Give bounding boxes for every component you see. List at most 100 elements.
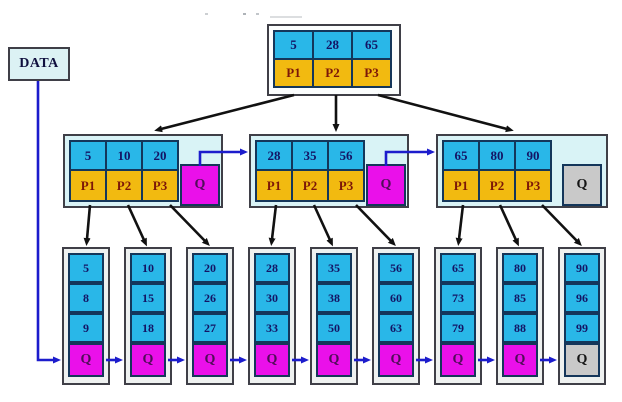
key-cell: 28 — [255, 140, 293, 171]
arrow-root-to-internal-3 — [377, 93, 514, 133]
key-cell: 65 — [442, 140, 480, 171]
key-cell: 56 — [327, 140, 365, 171]
leaf-column: 20 26 27 Q — [192, 253, 228, 377]
internal-node-2: 28 35 56 P1 P2 P3 Q — [249, 134, 409, 208]
pointers-row: P1 P2 P3 — [273, 58, 392, 88]
leaf-node-3: 20 26 27 Q — [186, 247, 234, 385]
q-pointer-cell: Q — [366, 164, 406, 206]
leaf-node-9: 90 96 99 Q — [558, 247, 606, 385]
value-cell: 56 — [378, 253, 414, 283]
leaf-column: 35 38 50 Q — [316, 253, 352, 377]
value-cell: 90 — [564, 253, 600, 283]
arrow-p3-to-leaf-6 — [355, 204, 396, 247]
value-cell: 50 — [316, 313, 352, 343]
value-cell: 79 — [440, 313, 476, 343]
keys-row: 5 10 20 — [69, 140, 179, 171]
pointer-cell: P2 — [291, 169, 329, 202]
arrow-p1-to-leaf-4 — [268, 204, 278, 246]
pointers-row: P1 P2 P3 — [255, 169, 365, 202]
key-cell: 28 — [312, 30, 353, 60]
leaf-column: 65 73 79 Q — [440, 253, 476, 377]
root-grid: 5 28 65 P1 P2 P3 — [273, 30, 392, 88]
value-cell: 85 — [502, 283, 538, 313]
pointer-cell: P1 — [69, 169, 107, 202]
value-cell: 30 — [254, 283, 290, 313]
top-artifact-dot — [256, 13, 259, 15]
value-cell: 26 — [192, 283, 228, 313]
pointer-cell: P1 — [255, 169, 293, 202]
pointer-cell: P3 — [141, 169, 179, 202]
internal-node-grid: 65 80 90 P1 P2 P3 — [442, 140, 552, 202]
internal-node-grid: 5 10 20 P1 P2 P3 — [69, 140, 179, 202]
value-cell: 33 — [254, 313, 290, 343]
value-cell: 60 — [378, 283, 414, 313]
internal-node-3: 65 80 90 P1 P2 P3 Q — [436, 134, 608, 208]
keys-row: 65 80 90 — [442, 140, 552, 171]
top-artifact-dot — [243, 13, 246, 15]
pointer-cell: P2 — [478, 169, 516, 202]
keys-row: 28 35 56 — [255, 140, 365, 171]
value-cell: 35 — [316, 253, 352, 283]
arrow-p3-to-leaf-3 — [169, 204, 210, 247]
value-cell: 88 — [502, 313, 538, 343]
leaf-column: 28 30 33 Q — [254, 253, 290, 377]
value-cell: 9 — [68, 313, 104, 343]
arrow-p2-to-leaf-8 — [498, 204, 519, 247]
pointers-row: P1 P2 P3 — [442, 169, 552, 202]
q-pointer-cell: Q — [440, 343, 476, 377]
value-cell: 65 — [440, 253, 476, 283]
value-cell: 8 — [68, 283, 104, 313]
arrow-p3-to-leaf-9 — [541, 204, 582, 247]
q-null-pointer-cell: Q — [564, 343, 600, 377]
pointer-cell: P1 — [442, 169, 480, 202]
q-pointer-cell: Q — [192, 343, 228, 377]
leaf-column: 90 96 99 Q — [564, 253, 600, 377]
data-box: DATA — [8, 47, 70, 81]
key-cell: 35 — [291, 140, 329, 171]
value-cell: 38 — [316, 283, 352, 313]
q-pointer-cell: Q — [68, 343, 104, 377]
value-cell: 73 — [440, 283, 476, 313]
value-cell: 96 — [564, 283, 600, 313]
pointer-cell: P2 — [312, 58, 353, 88]
arrow-p2-to-leaf-5 — [312, 204, 333, 247]
q-pointer-cell: Q — [316, 343, 352, 377]
key-cell: 90 — [514, 140, 552, 171]
value-cell: 10 — [130, 253, 166, 283]
leaf-node-5: 35 38 50 Q — [310, 247, 358, 385]
key-cell: 5 — [273, 30, 314, 60]
q-pointer-cell: Q — [502, 343, 538, 377]
arrow-p2-to-leaf-2 — [126, 204, 147, 247]
leaf-column: 10 15 18 Q — [130, 253, 166, 377]
key-cell: 80 — [478, 140, 516, 171]
key-cell: 10 — [105, 140, 143, 171]
q-pointer-cell: Q — [254, 343, 290, 377]
top-artifact-dot — [205, 13, 208, 15]
leaf-node-6: 56 60 63 Q — [372, 247, 420, 385]
pointer-cell: P1 — [273, 58, 314, 88]
q-pointer-cell: Q — [180, 164, 220, 206]
pointer-cell: P2 — [105, 169, 143, 202]
arrow-root-to-internal-1 — [154, 93, 295, 133]
data-box-label: DATA — [19, 56, 59, 71]
pointer-cell: P3 — [514, 169, 552, 202]
data-pointer-arrow — [36, 81, 61, 364]
q-pointer-cell: Q — [130, 343, 166, 377]
keys-row: 5 28 65 — [273, 30, 392, 60]
value-cell: 28 — [254, 253, 290, 283]
root-node: 5 28 65 P1 P2 P3 — [267, 24, 401, 96]
leaf-node-1: 5 8 9 Q — [62, 247, 110, 385]
leaf-column: 56 60 63 Q — [378, 253, 414, 377]
arrow-p1-to-leaf-7 — [455, 204, 465, 246]
value-cell: 5 — [68, 253, 104, 283]
leaf-column: 80 85 88 Q — [502, 253, 538, 377]
top-artifact-line — [270, 16, 302, 18]
internal-node-grid: 28 35 56 P1 P2 P3 — [255, 140, 365, 202]
key-cell: 5 — [69, 140, 107, 171]
leaf-node-4: 28 30 33 Q — [248, 247, 296, 385]
pointer-cell: P3 — [351, 58, 392, 88]
leaf-node-2: 10 15 18 Q — [124, 247, 172, 385]
value-cell: 20 — [192, 253, 228, 283]
value-cell: 27 — [192, 313, 228, 343]
value-cell: 80 — [502, 253, 538, 283]
